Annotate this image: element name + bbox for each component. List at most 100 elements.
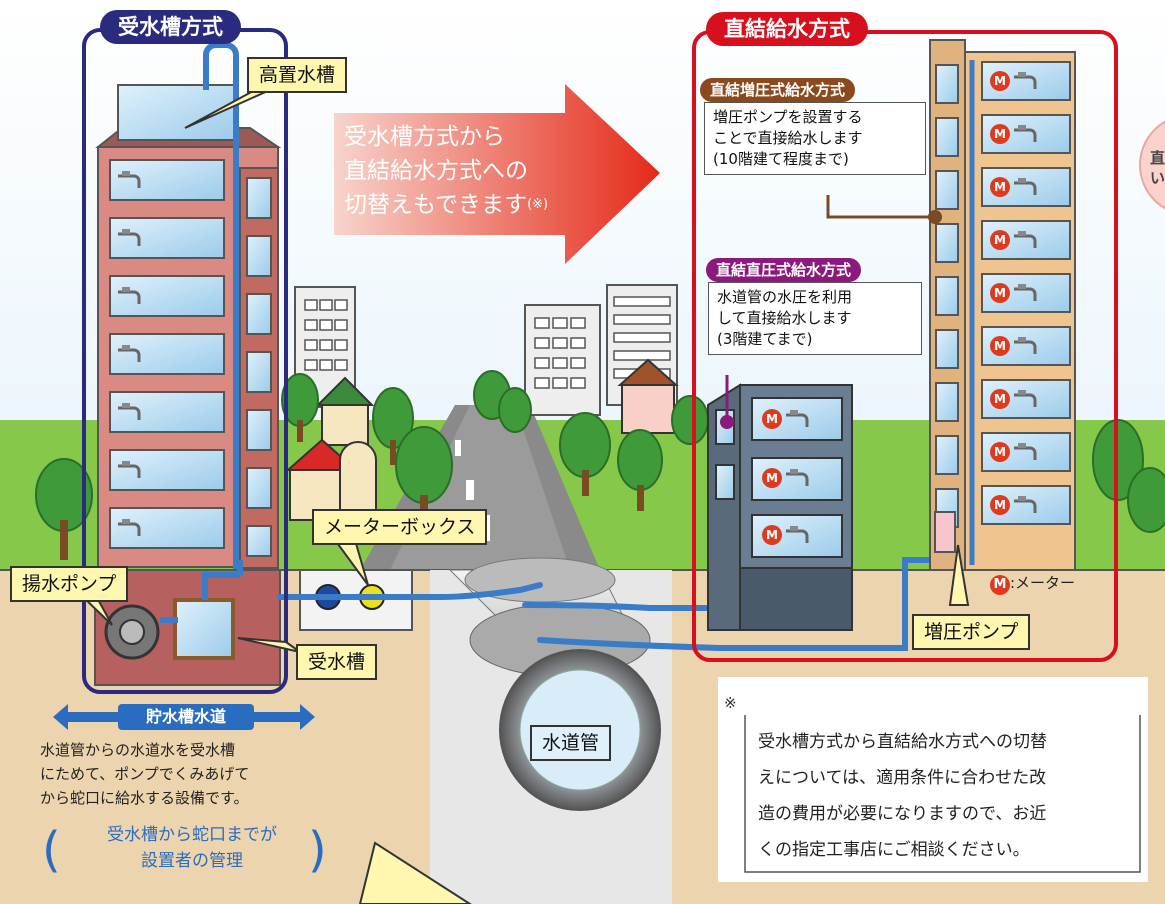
faucet-icon — [1012, 336, 1038, 356]
arrow-text-line-2: 直結給水方式への — [344, 158, 528, 184]
meter-icon: M — [990, 177, 1010, 197]
booster-desc-line: (10階建て程度まで) — [713, 150, 849, 168]
note-line: くの指定工事店にご相談ください。 — [758, 840, 1030, 860]
metered-faucet: M — [990, 122, 1038, 146]
faucet-icon — [116, 170, 142, 190]
storage-heading: 貯水槽水道 — [145, 707, 226, 726]
note-line: 受水槽方式から直結給水方式への切替 — [758, 732, 1047, 752]
faucet-icon — [116, 286, 142, 306]
meter-icon: M — [990, 283, 1010, 303]
responsibility-text: 受水槽から蛇口までが 設置者の管理 — [78, 822, 306, 874]
arrow-text-note-mark: (※) — [527, 197, 549, 212]
arrow-text-line-3-main: 切替えもできます — [344, 192, 528, 218]
storage-desc-line: にためて、ポンプでくみあげて — [40, 765, 250, 783]
storage-desc-line: から蛇口に給水する設備です。 — [40, 789, 249, 807]
faucet-icon — [116, 400, 142, 424]
right-tall-building — [929, 39, 1076, 571]
metered-faucet: M — [990, 387, 1038, 411]
faucet-icon — [1012, 124, 1038, 144]
responsibility-line-1: 受水槽から蛇口までが — [107, 825, 277, 845]
metered-faucet: M — [990, 281, 1038, 305]
water-main-label: 水道管 — [530, 725, 612, 761]
metered-faucet: M — [762, 523, 810, 547]
faucet-icon — [784, 525, 810, 545]
direct-method-title: 直結直圧式給水方式 — [706, 258, 862, 282]
note-line: えについては、適用条件に合わせた改 — [758, 768, 1047, 788]
arrow-text-line-1: 受水槽方式から — [344, 124, 505, 150]
meter-icon: M — [990, 495, 1010, 515]
responsibility-close-paren: ) — [308, 822, 327, 878]
metered-faucet: M — [990, 440, 1038, 464]
faucet-icon — [1012, 177, 1038, 197]
meter-legend-icon: M — [990, 575, 1010, 595]
direct-desc-line: 水道管の水圧を利用 — [717, 288, 853, 306]
meter-box-label: メーターボックス — [312, 509, 488, 545]
pump-label: 揚水ポンプ — [10, 566, 129, 602]
note-text: 受水槽方式から直結給水方式への切替 えについては、適用条件に合わせた改 造の費用… — [758, 724, 1047, 868]
note-box — [718, 677, 1148, 882]
note-line: 造の費用が必要になりますので、お近 — [758, 804, 1047, 824]
booster-method-desc: 増圧ポンプを設置する ことで直接給水します (10階建て程度まで) — [704, 102, 926, 175]
meter-icon: M — [990, 389, 1010, 409]
meter-legend-text: :メーター — [1010, 574, 1076, 592]
direct-supply-frame — [692, 30, 1118, 662]
meter-icon: M — [762, 525, 782, 545]
metered-faucet: M — [990, 334, 1038, 358]
meter-icon: M — [990, 124, 1010, 144]
switch-arrow — [334, 84, 660, 264]
metered-faucet: M — [762, 407, 810, 431]
arrow-text: 受水槽方式から 直結給水方式への 切替えもできます(※) — [344, 120, 548, 222]
faucet-icon — [116, 342, 142, 366]
faucet-icon — [784, 409, 810, 429]
meter-icon: M — [990, 442, 1010, 462]
booster-pump-label: 増圧ポンプ — [912, 614, 1031, 650]
meter-icon: M — [990, 230, 1010, 250]
receiving-tank-label: 受水槽 — [296, 644, 378, 680]
storage-description: 水道管からの水道水を受水槽 にためて、ポンプでくみあげて から蛇口に給水する設備… — [40, 738, 249, 810]
receiving-tank-method-title: 受水槽方式 — [100, 10, 241, 44]
metered-faucet: M — [990, 228, 1038, 252]
faucet-icon — [116, 168, 142, 192]
faucet-icon — [1012, 389, 1038, 409]
side-badge — [1139, 120, 1165, 210]
meter-icon: M — [990, 336, 1010, 356]
direct-method-desc: 水道管の水圧を利用 して直接給水します (3階建てまで) — [708, 282, 922, 355]
responsibility-open-paren: ( — [42, 822, 61, 878]
faucet-icon — [116, 458, 142, 482]
storage-desc-line: 水道管からの水道水を受水槽 — [40, 741, 236, 759]
trees — [35, 370, 1165, 560]
direct-desc-line: して直接給水します — [717, 309, 852, 327]
metered-faucet: M — [762, 466, 810, 490]
meter-icon: M — [762, 468, 782, 488]
faucet-icon — [116, 226, 142, 250]
faucet-icon — [784, 468, 810, 488]
metered-faucet: M — [990, 69, 1038, 93]
side-badge-text: 直 い — [1150, 149, 1165, 187]
faucet-icon — [116, 460, 142, 480]
faucet-icon — [1012, 230, 1038, 250]
faucet-icon — [1012, 71, 1038, 91]
booster-desc-line: 増圧ポンプを設置する — [713, 108, 863, 126]
faucet-icon — [1012, 283, 1038, 303]
direct-supply-method-title: 直結給水方式 — [706, 12, 868, 46]
note-mark: ※ — [724, 694, 737, 712]
left-building — [94, 42, 282, 686]
booster-desc-line: ことで直接給水します — [713, 129, 863, 147]
faucet-icon — [116, 402, 142, 422]
faucet-icon — [116, 344, 142, 364]
metered-faucet: M — [990, 175, 1038, 199]
metered-faucet: M — [990, 493, 1038, 517]
meter-icon: M — [990, 71, 1010, 91]
elevated-tank-label: 高置水槽 — [247, 57, 348, 93]
booster-method-title: 直結増圧式給水方式 — [700, 78, 856, 102]
responsibility-line-2: 設置者の管理 — [141, 851, 243, 871]
meter-icon: M — [762, 409, 782, 429]
supply-pipes — [277, 557, 943, 651]
faucet-icon — [1012, 442, 1038, 462]
faucet-icon — [1012, 495, 1038, 515]
faucet-icon — [116, 228, 142, 248]
faucet-icon — [116, 516, 142, 540]
arrow-text-line-3: 切替えもできます(※) — [344, 188, 548, 222]
faucet-icon — [116, 518, 142, 538]
meter-legend: M:メーター — [990, 572, 1075, 595]
